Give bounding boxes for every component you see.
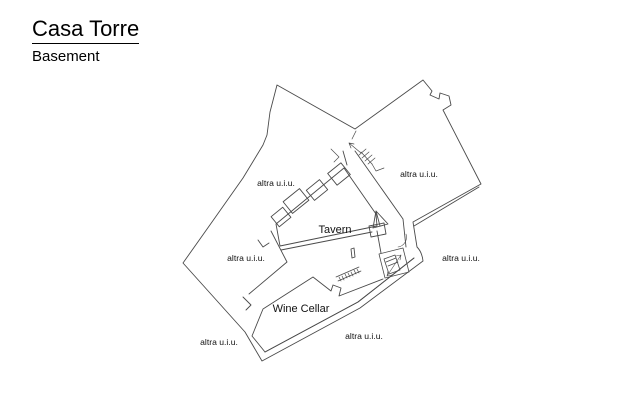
corridor-wall (354, 150, 407, 248)
room-label-tavern: Tavern (318, 224, 351, 236)
tavern-niche-4 (327, 162, 351, 186)
drawing-header: Casa Torre Basement (32, 16, 140, 66)
plan-linework (182, 79, 482, 362)
page-subtitle: Basement (32, 48, 100, 66)
unit-label-1: altra u.i.u. (257, 178, 295, 188)
tavern-niche-1 (270, 206, 292, 228)
unit-label-6: altra u.i.u. (345, 331, 383, 341)
wing-inner-wall (413, 186, 480, 227)
page-title: Casa Torre (32, 16, 140, 45)
door-rect (368, 222, 387, 238)
stair-connector-wall (376, 230, 382, 254)
unit-label-2: altra u.i.u. (400, 169, 438, 179)
tavern-room (275, 167, 378, 247)
wine-cellar-room (251, 257, 415, 353)
stair-arrow (348, 142, 362, 154)
building-outline (182, 79, 482, 362)
stair-right-enclosure (378, 247, 410, 279)
plan-labels: altra u.i.u. altra u.i.u. altra u.i.u. a… (200, 169, 480, 347)
tavern-wall-inner (280, 231, 373, 251)
door-arc (397, 233, 407, 248)
unit-label-4: altra u.i.u. (442, 253, 480, 263)
stair-triangle (372, 210, 389, 229)
niche-connector-wall (342, 150, 348, 166)
tavern-niches (270, 162, 351, 228)
partition-walls (242, 230, 288, 311)
room-label-wine-cellar: Wine Cellar (273, 303, 330, 315)
ramp-hatch (335, 266, 362, 282)
pillar-stub (350, 247, 356, 259)
unit-label-5: altra u.i.u. (200, 337, 238, 347)
stair-flight (383, 254, 401, 275)
tavern-niche-2 (282, 188, 310, 214)
unit-label-3: altra u.i.u. (227, 253, 265, 263)
tavern-niche-3 (305, 179, 329, 201)
stair-top (330, 130, 385, 172)
stair-direction-arrow (386, 254, 402, 277)
